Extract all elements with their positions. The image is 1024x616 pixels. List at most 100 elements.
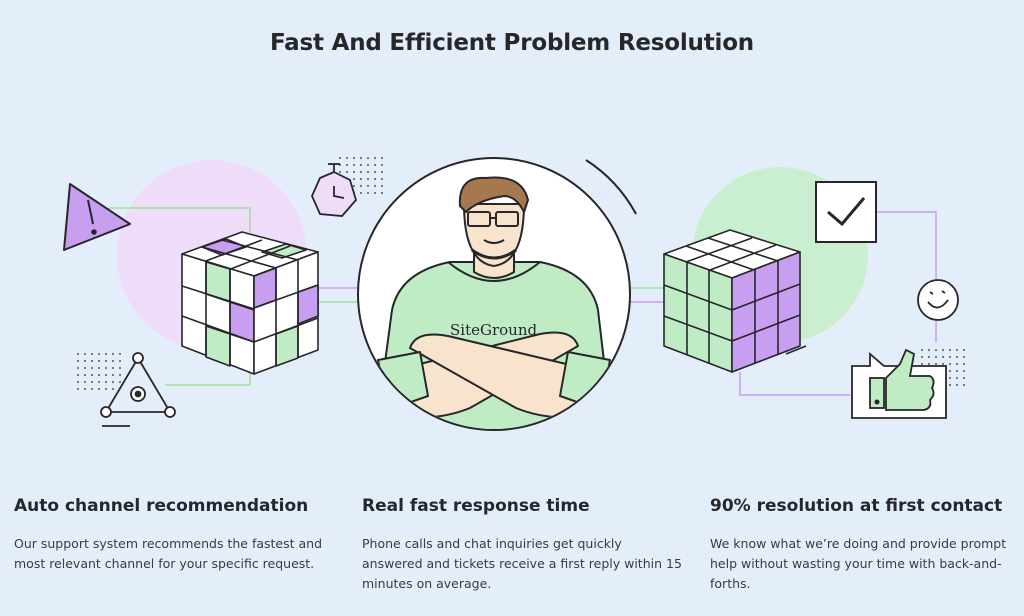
dot (963, 356, 965, 358)
dot (360, 171, 362, 173)
dot (374, 164, 376, 166)
dot (84, 353, 86, 355)
dot (339, 157, 341, 159)
dot (942, 363, 944, 365)
dot (381, 192, 383, 194)
dot (112, 381, 114, 383)
smiley-icon (917, 279, 959, 321)
dot (346, 157, 348, 159)
dot (360, 164, 362, 166)
dot (91, 360, 93, 362)
dot (84, 381, 86, 383)
cube-right (663, 229, 801, 373)
dot (381, 185, 383, 187)
dot (921, 349, 923, 351)
dot (91, 374, 93, 376)
dot (949, 377, 951, 379)
cube-left (181, 231, 319, 375)
dot (367, 164, 369, 166)
thumbs-up-icon (851, 348, 947, 419)
dot (98, 388, 100, 390)
dot (353, 178, 355, 180)
connector-line (876, 211, 937, 280)
feature-heading: Real fast response time (362, 496, 590, 516)
dot (353, 171, 355, 173)
dot (119, 353, 121, 355)
dot (942, 356, 944, 358)
dot (105, 388, 107, 390)
dot (105, 374, 107, 376)
warning-icon (63, 183, 131, 251)
dot (119, 381, 121, 383)
dot (921, 363, 923, 365)
dot (367, 178, 369, 180)
dot (963, 363, 965, 365)
dot (339, 171, 341, 173)
dot (77, 374, 79, 376)
dot (935, 356, 937, 358)
dot (956, 356, 958, 358)
dot (91, 388, 93, 390)
dot (119, 374, 121, 376)
dot (353, 157, 355, 159)
dot (935, 349, 937, 351)
dot (921, 356, 923, 358)
dot (77, 353, 79, 355)
dot (381, 171, 383, 173)
dot (949, 384, 951, 386)
connector-line (739, 372, 850, 396)
feature-auto-channel: Auto channel recommendation Our support … (14, 496, 334, 574)
feature-heading: Auto channel recommendation (14, 496, 309, 516)
dot (949, 363, 951, 365)
dot (956, 384, 958, 386)
dot (374, 185, 376, 187)
dot (105, 381, 107, 383)
dot (360, 178, 362, 180)
dot (84, 388, 86, 390)
dot (956, 370, 958, 372)
support-agent-portrait: SiteGround (357, 157, 637, 431)
dot (84, 374, 86, 376)
dot (105, 353, 107, 355)
cube-shadow-line (785, 345, 807, 355)
dot (963, 370, 965, 372)
dot (98, 353, 100, 355)
settings-icon (100, 352, 176, 427)
dot (98, 360, 100, 362)
connector-line (108, 207, 251, 232)
dot (346, 171, 348, 173)
dot (98, 367, 100, 369)
dot (353, 185, 355, 187)
dot (119, 360, 121, 362)
feature-description: We know what we’re doing and provide pro… (710, 536, 1007, 591)
dot (963, 384, 965, 386)
dot (119, 367, 121, 369)
feature-description: Our support system recommends the fastes… (14, 536, 323, 571)
dot (942, 349, 944, 351)
dot (105, 367, 107, 369)
dot (928, 349, 930, 351)
dot (374, 192, 376, 194)
dot (112, 388, 114, 390)
dot (346, 164, 348, 166)
feature-heading: 90% resolution at first contact (710, 496, 1003, 516)
dot (84, 360, 86, 362)
dot (112, 367, 114, 369)
dot (956, 363, 958, 365)
dot (374, 157, 376, 159)
dot (91, 353, 93, 355)
dot (77, 381, 79, 383)
dot (381, 157, 383, 159)
dot (98, 381, 100, 383)
dot (374, 178, 376, 180)
dot (112, 360, 114, 362)
dot (956, 349, 958, 351)
dot (77, 360, 79, 362)
dot (949, 349, 951, 351)
dot (963, 349, 965, 351)
dot (367, 192, 369, 194)
dot (367, 171, 369, 173)
dot (98, 374, 100, 376)
dot (381, 164, 383, 166)
feature-description: Phone calls and chat inquiries get quick… (362, 536, 682, 591)
